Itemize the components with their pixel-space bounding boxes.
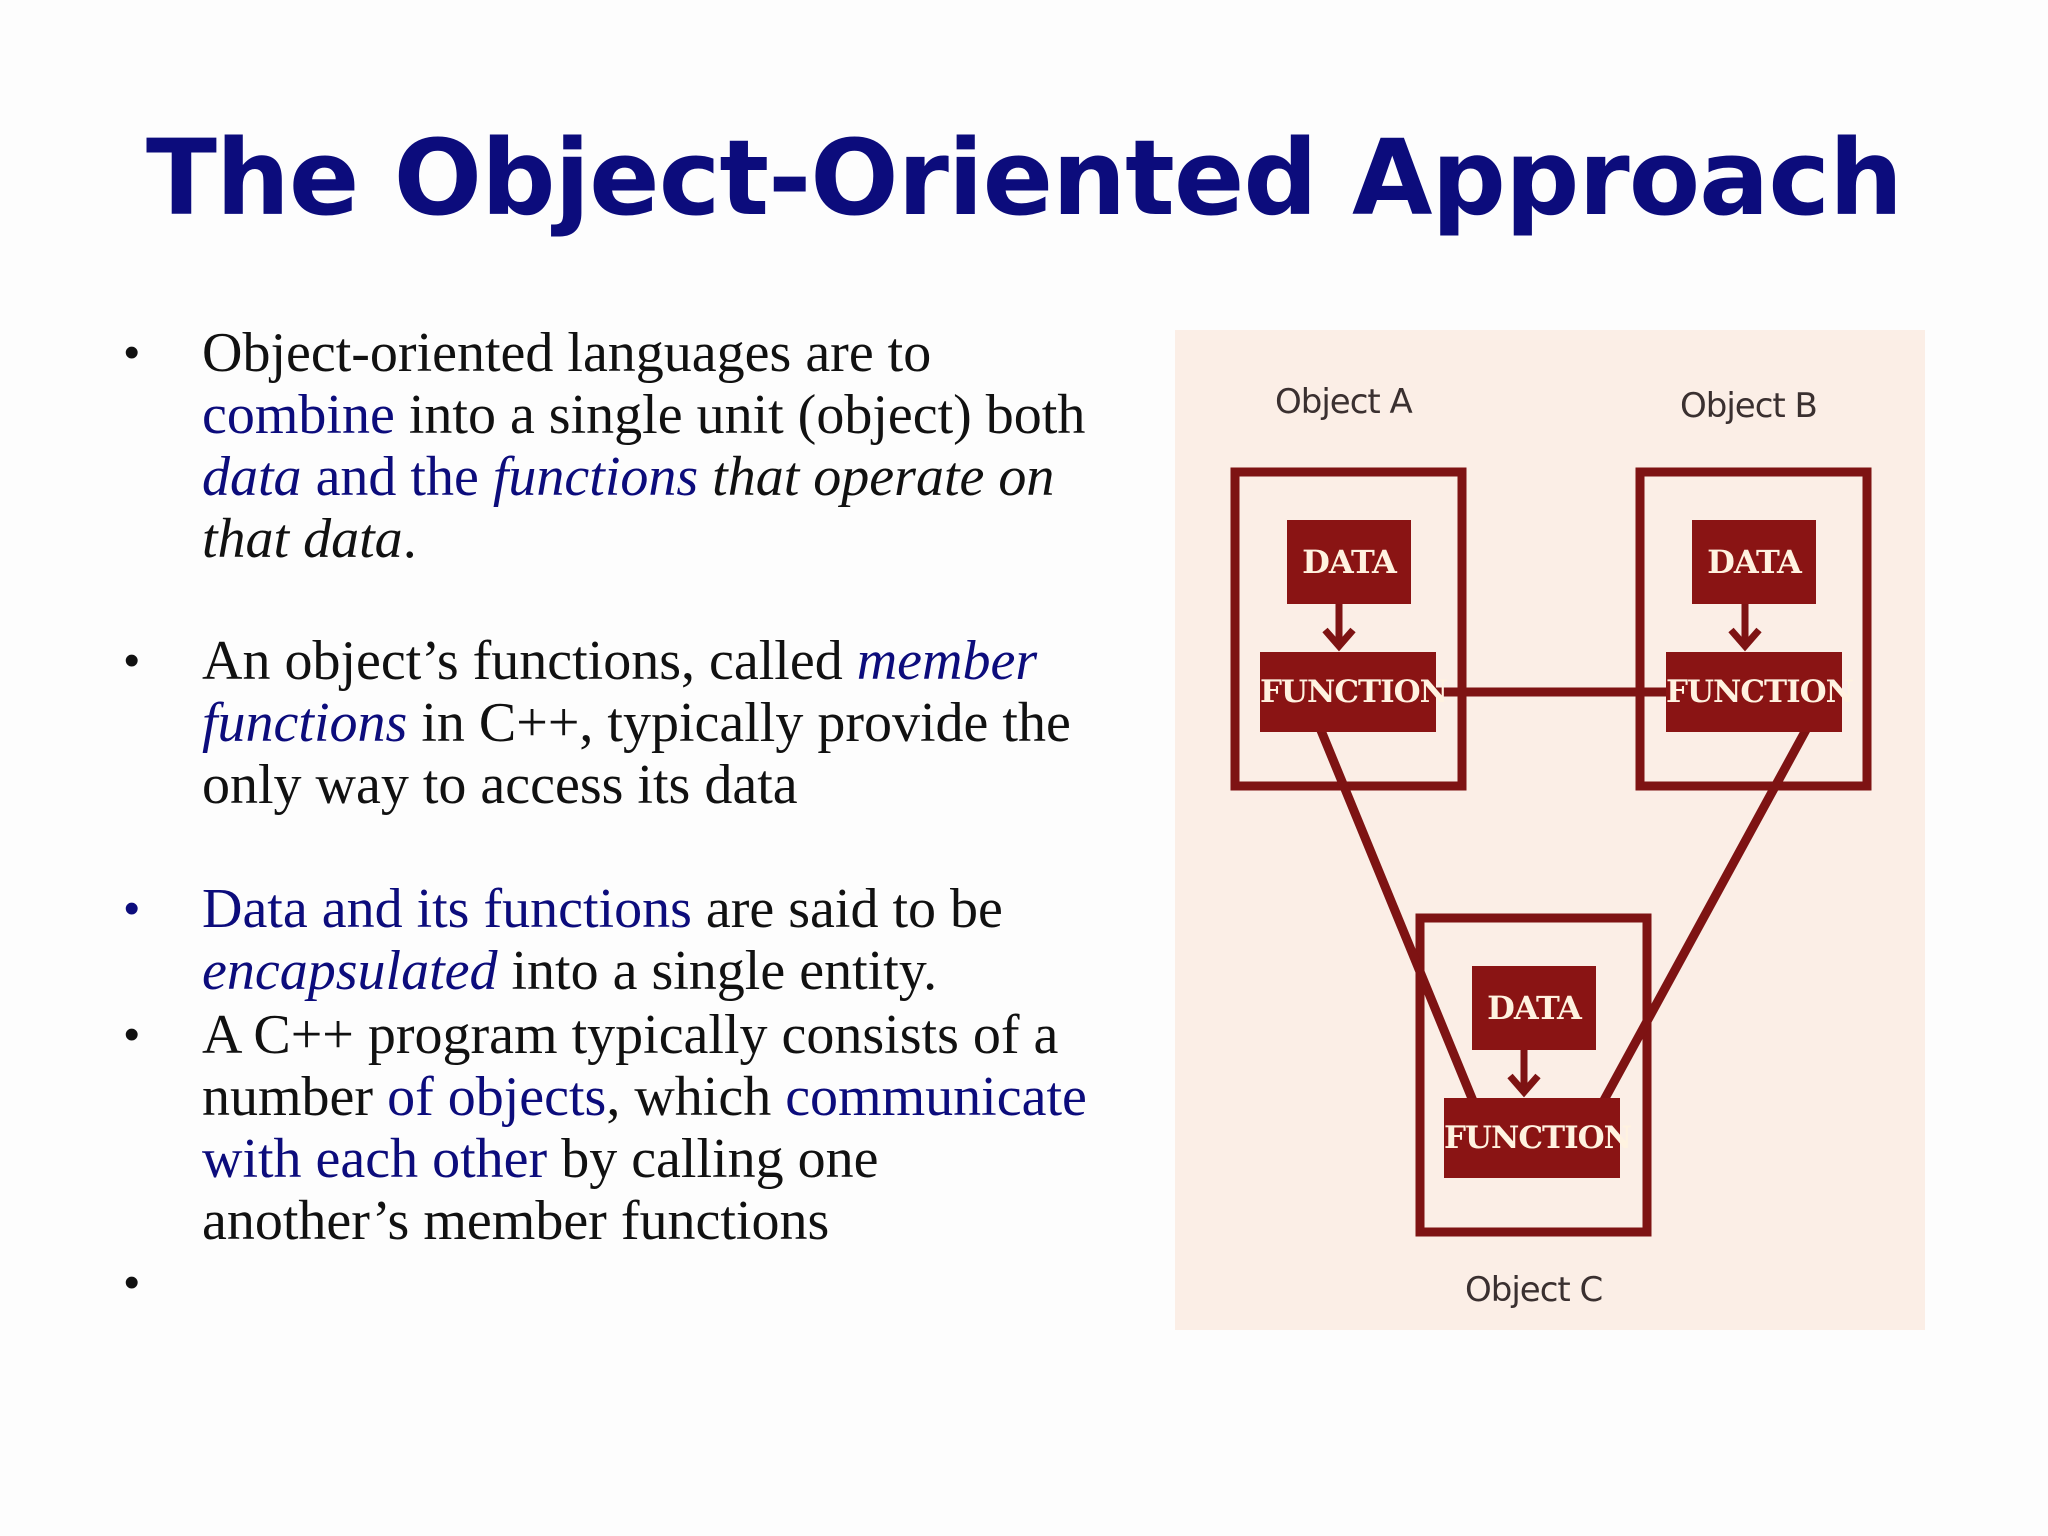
object-b-box	[1635, 467, 1872, 791]
bullet-list: • Object-oriented languages are to combi…	[118, 322, 1098, 1314]
bullet-dot: •	[124, 1258, 140, 1307]
highlight-italic-text: member functions	[202, 630, 1038, 754]
slide-title: The Object-Oriented Approach	[145, 117, 1903, 239]
text: , which	[606, 1066, 786, 1128]
bullet-item-2: • An object’s functions, called member f…	[118, 630, 1098, 816]
text: into a single entity.	[497, 940, 938, 1002]
bullet-item-3: • Data and its functions are said to be …	[118, 878, 1098, 1002]
bullet-item-1: • Object-oriented languages are to combi…	[118, 322, 1098, 570]
italic-text: that operate on that data	[202, 446, 1055, 570]
object-c-box	[1415, 913, 1652, 1237]
object-b-function: FUNCTION	[1666, 652, 1854, 732]
text: in C++, typically provide the only way t…	[202, 692, 1071, 816]
highlight-text: and the	[301, 446, 493, 508]
object-b-data: DATA	[1692, 520, 1816, 604]
text: into a single unit (object) both	[394, 384, 1086, 446]
text: A C++ program typically consists of a nu…	[202, 1004, 1059, 1128]
object-b-label: Object B	[1680, 386, 1818, 426]
text: .	[402, 508, 417, 570]
object-c-data: DATA	[1472, 966, 1596, 1050]
highlight-text: combine	[202, 384, 395, 446]
highlight-italic-text: functions	[492, 446, 699, 508]
highlight-italic-text: data	[202, 446, 302, 508]
diagram-connections	[1230, 467, 1872, 1237]
bullet-dot: •	[124, 884, 140, 933]
object-a-label: Object A	[1275, 382, 1413, 422]
text: by calling one another’s member function…	[202, 1128, 879, 1252]
bullet-dot: •	[124, 636, 140, 685]
text: are said to be	[691, 878, 1003, 940]
bullet-item-empty: •	[118, 1252, 1098, 1314]
bullet-dot: •	[124, 328, 140, 377]
link-a-c	[1315, 726, 1492, 1137]
object-c-function: FUNCTION	[1444, 1098, 1632, 1178]
highlight-text: of objects	[387, 1066, 607, 1128]
object-diagram: Object A Object B Object C DATA FUNCTION…	[1175, 330, 1925, 1330]
object-a-data: DATA	[1287, 520, 1411, 604]
bullet-dot: •	[124, 1010, 140, 1059]
highlight-text: communicate with each other	[202, 1066, 1087, 1190]
object-a-function: FUNCTION	[1260, 652, 1448, 732]
bullet-item-4: • A C++ program typically consists of a …	[118, 1004, 1098, 1252]
highlight-italic-text: encapsulated	[202, 940, 498, 1002]
text: Object-oriented languages are to	[202, 322, 932, 384]
object-c-label: Object C	[1465, 1270, 1603, 1310]
text: An object’s functions, called	[202, 630, 857, 692]
link-b-c	[1581, 725, 1811, 1138]
highlight-text: Data and its functions	[202, 878, 692, 940]
